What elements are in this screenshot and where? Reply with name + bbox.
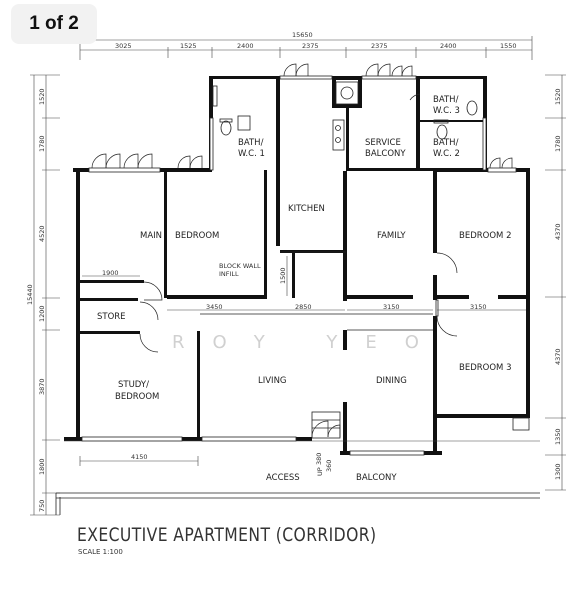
dim-right-2: 1780	[554, 135, 562, 152]
label-dining: DINING	[376, 376, 407, 386]
dim-top-3: 2400	[237, 42, 254, 50]
label-bath-wc-3-line2: W.C. 3	[433, 106, 460, 116]
dim-right-4: 4370	[554, 348, 562, 365]
dim-left-1: 1520	[38, 88, 46, 105]
plan-title: EXECUTIVE APARTMENT (CORRIDOR)	[77, 524, 377, 546]
label-up: UP	[316, 467, 324, 476]
label-study-line1: STUDY/	[118, 380, 149, 390]
dim-top-5: 2375	[371, 42, 388, 50]
dim-left-2: 1780	[38, 135, 46, 152]
page-indicator[interactable]: 1 of 2	[11, 4, 97, 44]
dim-3450: 3450	[206, 303, 223, 311]
dim-3150-a: 3150	[383, 303, 400, 311]
label-main: MAIN	[140, 231, 162, 241]
dim-right-5: 1350	[554, 428, 562, 445]
dim-top-7: 1550	[500, 42, 517, 50]
label-bath-wc-1-line1: BATH/	[238, 138, 264, 148]
label-bedroom-2: BEDROOM 2	[459, 231, 511, 241]
label-study-line2: BEDROOM	[115, 392, 159, 402]
label-bath-wc-3-line1: BATH/	[433, 95, 459, 105]
label-block-wall-line2: INFILL	[219, 270, 239, 278]
corridor	[55, 440, 540, 515]
label-block-wall-line1: BLOCK WALL	[219, 262, 261, 270]
label-kitchen: KITCHEN	[288, 204, 325, 214]
label-service-balcony-line2: BALCONY	[365, 149, 406, 159]
dim-left-7: 750	[38, 500, 46, 512]
inner-dimensions: 1900 1500 3450 2850 3150 3150 4150 380 3…	[79, 256, 526, 472]
dim-4150: 4150	[131, 453, 148, 461]
dim-right-3: 4370	[554, 223, 562, 240]
label-service-balcony-line1: SERVICE	[365, 138, 401, 148]
label-family: FAMILY	[377, 231, 406, 241]
room-labels: BATH/ W.C. 1 BATH/ W.C. 3 BATH/ W.C. 2 S…	[97, 95, 511, 483]
dim-top-6: 2400	[440, 42, 457, 50]
dim-left-4: 1200	[38, 305, 46, 322]
dim-left-3: 4520	[38, 225, 46, 242]
dim-1500: 1500	[279, 267, 287, 284]
dim-top-4: 2375	[302, 42, 319, 50]
label-bath-wc-1-line2: W.C. 1	[238, 149, 265, 159]
windows	[81, 75, 530, 456]
dim-right-6: 1300	[554, 463, 562, 480]
watermark: ROY YEO	[172, 332, 447, 353]
fixtures	[200, 81, 478, 439]
left-dimensions: 15440 1520 1780 4520 1200 3870 1800 750	[26, 74, 60, 516]
label-living: LIVING	[258, 376, 287, 386]
label-bedroom: BEDROOM	[175, 231, 219, 241]
dim-top-1: 3025	[115, 42, 132, 50]
dim-left-total: 15440	[26, 284, 34, 305]
dim-top-total: 15650	[292, 31, 313, 39]
dim-2850: 2850	[295, 303, 312, 311]
dim-right-1: 1520	[554, 88, 562, 105]
doors	[91, 63, 513, 438]
dim-3150-b: 3150	[470, 303, 487, 311]
dim-380: 380	[315, 453, 323, 465]
label-bedroom-3: BEDROOM 3	[459, 363, 511, 373]
dim-left-5: 3870	[38, 378, 46, 395]
label-access: ACCESS	[266, 473, 300, 483]
plan-scale: SCALE 1:100	[78, 548, 123, 556]
label-store: STORE	[97, 312, 126, 322]
label-balcony: BALCONY	[356, 473, 397, 483]
right-dimensions: 1520 1780 4370 4370 1350 1300	[545, 74, 566, 491]
label-bath-wc-2-line1: BATH/	[433, 138, 459, 148]
dim-left-6: 1800	[38, 458, 46, 475]
dim-1900: 1900	[102, 269, 119, 277]
dim-360: 360	[325, 460, 333, 472]
top-dimensions: 15650 3025 1525 2400 2375 2375 2400 1550	[79, 31, 533, 60]
dim-top-2: 1525	[180, 42, 197, 50]
label-bath-wc-2-line2: W.C. 2	[433, 149, 460, 159]
